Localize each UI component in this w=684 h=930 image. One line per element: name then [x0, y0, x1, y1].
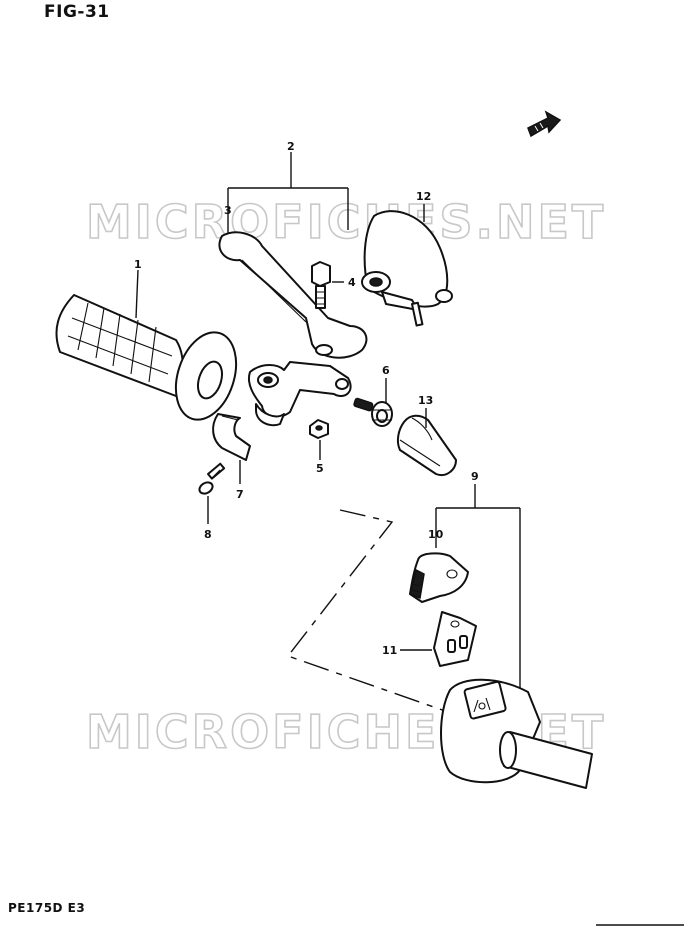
- switch-contact-plate-icon: [433, 611, 477, 667]
- callout-1: 1: [134, 258, 142, 271]
- callout-8: 8: [204, 528, 212, 541]
- callout-11: 11: [382, 644, 397, 657]
- callout-4: 4: [348, 276, 356, 289]
- callout-10: 10: [428, 528, 444, 541]
- callout-12: 12: [416, 190, 431, 203]
- cable-adjuster-icon: [353, 397, 393, 427]
- clamp-screw-icon: [198, 462, 226, 495]
- callout-13: 13: [418, 394, 433, 407]
- callout-6: 6: [382, 364, 390, 377]
- lever-boot-icon: [396, 414, 457, 476]
- callout-5: 5: [316, 462, 324, 475]
- callout-3: 3: [224, 204, 232, 217]
- callout-2: 2: [287, 140, 295, 153]
- watermark-top: MICROFICHES.NET: [86, 195, 606, 249]
- front-arrow-icon: [527, 110, 562, 138]
- lever-nut-icon: [309, 419, 329, 439]
- handlebar-switch-icon: [440, 678, 593, 789]
- lever-assembly-bracket: [227, 152, 349, 236]
- clamp-icon: [212, 413, 251, 461]
- switch-knob-icon: [409, 552, 469, 603]
- callout-7: 7: [236, 488, 244, 501]
- lever-holder-icon: [248, 361, 352, 427]
- callout-9: 9: [471, 470, 479, 483]
- grip-icon: [55, 294, 238, 421]
- figure-label: FIG-31: [44, 2, 110, 22]
- assembly-guide-line: [286, 509, 449, 713]
- lever-bolt-icon: [311, 261, 331, 309]
- lever-cover-icon: [361, 210, 453, 327]
- leader-lines: [135, 204, 432, 651]
- model-code: PE175D E3: [8, 901, 86, 915]
- clutch-lever-icon: [218, 231, 368, 359]
- handlebar-switch-bracket: [435, 484, 521, 690]
